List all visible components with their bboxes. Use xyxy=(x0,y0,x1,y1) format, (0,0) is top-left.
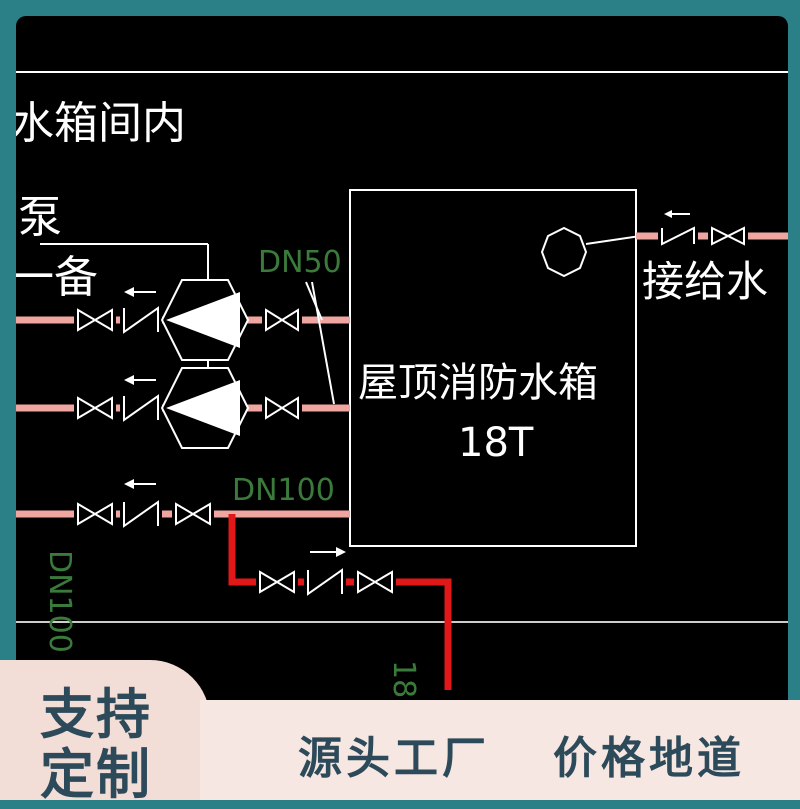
cad-drawing-canvas: 水箱间内 泵 一备 屋顶消防水箱 18T 接 xyxy=(16,16,788,716)
check-valve-icon xyxy=(120,287,162,334)
badge-line-2: 定制 xyxy=(40,743,152,806)
fire-water-tank xyxy=(349,189,637,547)
dn50-label: DN50 xyxy=(258,245,342,280)
gate-valve-icon xyxy=(262,308,302,332)
slogan-strip xyxy=(200,700,800,800)
supply-check-valve-icon xyxy=(658,210,698,246)
tank-capacity-label: 18T xyxy=(458,420,534,466)
check-valve-icon xyxy=(304,547,346,596)
pump-icon xyxy=(160,279,250,361)
gate-valve-icon xyxy=(172,502,214,526)
gate-valve-icon xyxy=(262,396,302,420)
check-valve-icon xyxy=(120,479,162,528)
slogan-fair-price: 价格地道 xyxy=(553,733,745,784)
dn50-leader-1 xyxy=(305,281,323,321)
float-valve-symbol xyxy=(540,226,588,278)
promo-banner: 支持 定制 源头工厂 价格地道 xyxy=(0,660,800,806)
standby-label: 一备 xyxy=(16,252,98,303)
supply-label: 接给水 xyxy=(642,257,768,306)
pump-icon xyxy=(160,367,250,449)
piping-diagram: 水箱间内 泵 一备 屋顶消防水箱 18T 接 xyxy=(16,71,788,716)
gate-valve-icon xyxy=(256,570,298,594)
gate-valve-icon xyxy=(354,570,396,594)
badge-line-1: 支持 xyxy=(40,683,152,746)
gate-valve-icon xyxy=(74,308,116,332)
check-valve-icon xyxy=(120,375,162,422)
dn100-vertical-label: DN100 xyxy=(42,550,77,653)
gate-valve-icon xyxy=(74,502,116,526)
supply-gate-valve-icon xyxy=(708,226,748,246)
tank-name-label: 屋顶消防水箱 xyxy=(358,360,598,406)
dn50-leader-2 xyxy=(311,281,335,405)
room-label: 水箱间内 xyxy=(16,98,186,149)
float-valve-leader xyxy=(585,235,641,245)
gate-valve-icon xyxy=(74,396,116,420)
slogan-source-factory: 源头工厂 xyxy=(298,733,490,784)
pump-label: 泵 xyxy=(18,192,62,243)
dn100-label: DN100 xyxy=(232,473,335,508)
customization-badge xyxy=(0,660,210,800)
